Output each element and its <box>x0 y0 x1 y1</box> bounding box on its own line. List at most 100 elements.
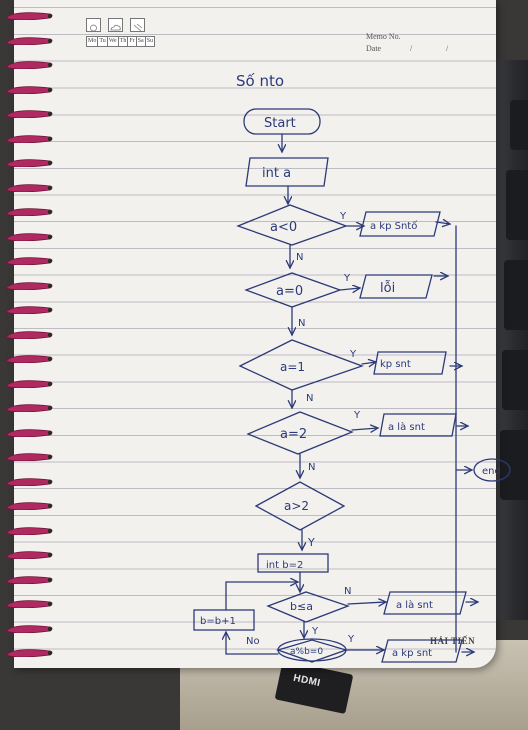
output-7-box <box>381 639 463 663</box>
spiral-ring <box>5 428 53 437</box>
no-label: N <box>296 252 303 263</box>
out3-label: kp snt <box>380 359 411 370</box>
inc-b-label: b=b+1 <box>200 616 236 627</box>
init-b-label: int b=2 <box>266 560 303 571</box>
spiral-ring <box>5 232 53 241</box>
out4-label: a là snt <box>388 421 425 433</box>
yes-label: Y <box>339 211 347 222</box>
header-icons <box>86 18 147 38</box>
spiral-ring <box>5 183 53 192</box>
spiral-binding <box>0 0 60 720</box>
out2-label: lỗi <box>380 281 395 296</box>
keyboard-key <box>504 260 528 330</box>
spiral-ring <box>5 453 53 461</box>
loop-no-path <box>226 632 279 655</box>
no-label: N <box>306 393 313 404</box>
spiral-ring <box>5 624 53 633</box>
spiral-ring <box>5 61 53 69</box>
spiral-ring <box>5 208 53 216</box>
yes-label: Y <box>343 273 351 284</box>
out6-label: a là snt <box>396 599 433 611</box>
keyboard-key <box>510 100 528 150</box>
yes-label: Y <box>347 634 355 645</box>
spiral-ring <box>5 649 53 657</box>
out7-label: a kp snt <box>392 648 432 659</box>
spiral-ring <box>5 330 53 339</box>
cloud-icon <box>108 18 124 32</box>
input-a-box <box>245 157 329 187</box>
spiral-ring <box>5 306 53 314</box>
output-6-box <box>383 591 467 615</box>
spiral-ring <box>5 575 53 584</box>
flow-arrow <box>347 602 386 604</box>
yes-label: Y <box>311 626 319 637</box>
loop-back-path <box>225 582 298 611</box>
rain-icon <box>130 18 146 32</box>
keyboard-key <box>502 350 528 410</box>
cond4-label: a=2 <box>280 427 307 442</box>
output-1-box <box>359 211 441 237</box>
decision-b-le-a <box>266 591 350 623</box>
spiral-ring <box>5 404 53 412</box>
decision-a-eq-2 <box>246 411 354 455</box>
start-label: Start <box>264 116 296 131</box>
decision-a-gt-2 <box>254 481 346 531</box>
spiral-ring <box>5 379 53 388</box>
cond1-label: a<0 <box>270 220 297 235</box>
date-separator: / <box>446 44 449 53</box>
inc-b-box <box>193 609 255 631</box>
spiral-ring <box>5 134 53 143</box>
flow-labels: Số nto Start int a a<0 Y a kp Sntố N a=0… <box>200 72 501 659</box>
spiral-ring <box>5 12 53 20</box>
spiral-ring <box>5 85 53 94</box>
keyboard-key <box>500 430 528 500</box>
init-b-box <box>257 553 329 573</box>
flow-arrow <box>339 288 360 290</box>
spiral-ring <box>5 526 53 535</box>
input-a-label: int a <box>262 166 291 181</box>
flow-arrow <box>351 428 378 430</box>
spiral-ring <box>5 551 53 559</box>
no-label: N <box>298 318 305 329</box>
output-3-box <box>373 351 447 375</box>
date-label: Date <box>366 44 382 53</box>
spiral-ring <box>5 110 53 118</box>
weekday-row: Mo Tu We Th Fr Sa Su <box>86 36 156 47</box>
out1-label: a kp Sntố <box>370 220 417 232</box>
keyboard-key <box>506 170 528 240</box>
cond3-label: a=1 <box>280 360 305 374</box>
date-separator: / <box>410 44 413 53</box>
output-4-box <box>379 413 457 437</box>
spiral-ring <box>5 36 53 45</box>
cond2-label: a=0 <box>276 284 303 299</box>
flow-arrow <box>435 222 450 224</box>
spiral-ring <box>5 159 53 167</box>
spiral-ring <box>5 281 53 290</box>
weekday-box: Su <box>144 36 156 47</box>
diagram-title: Số nto <box>236 72 284 90</box>
end-label: end <box>482 466 501 477</box>
cond7-label: a%b=0 <box>290 647 323 657</box>
no-label: N <box>344 586 351 597</box>
yes-label: Y <box>307 536 315 549</box>
spiral-ring <box>5 355 53 363</box>
memo-label: Memo No. <box>366 32 401 41</box>
notebook-page <box>14 0 496 668</box>
no-label: N <box>308 462 315 473</box>
no-word-label: No <box>246 636 260 647</box>
yes-label: Y <box>349 349 357 360</box>
sun-icon <box>86 18 101 32</box>
spiral-ring <box>5 502 53 510</box>
output-2-box <box>359 274 433 299</box>
spiral-ring <box>5 600 53 608</box>
decision-a-eq-1 <box>238 339 364 391</box>
end-terminal <box>473 458 511 482</box>
spiral-ring <box>5 477 53 486</box>
yes-label: Y <box>353 410 361 421</box>
flow-arrow <box>361 362 376 364</box>
cond6-label: b≤a <box>290 600 313 613</box>
cond5-label: a>2 <box>284 499 309 513</box>
spiral-ring <box>5 257 53 265</box>
notebook-brand: HẢI TIẾN <box>430 636 476 646</box>
